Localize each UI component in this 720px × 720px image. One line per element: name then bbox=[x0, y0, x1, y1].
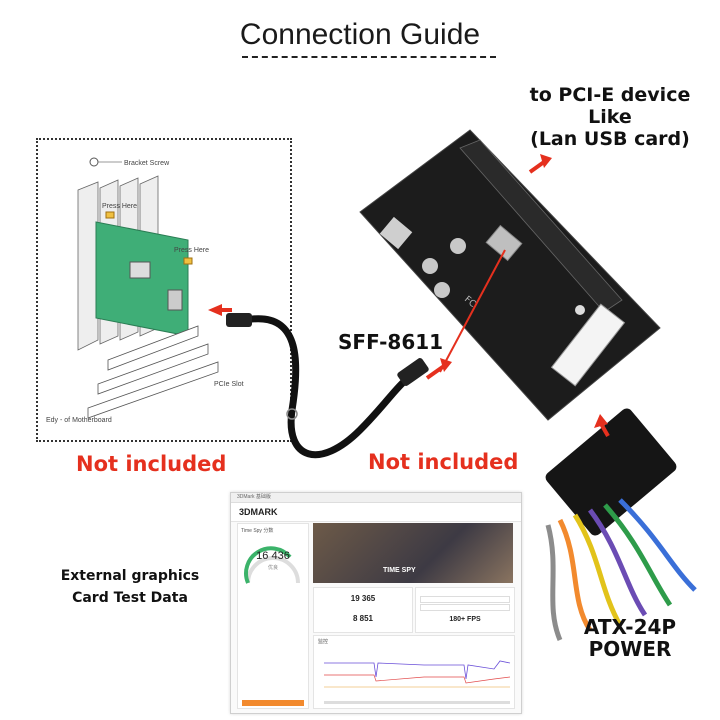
sff-8611-label: SFF-8611 bbox=[338, 330, 444, 354]
score-gauge-icon bbox=[244, 546, 300, 584]
bracket-screw-label: Bracket Screw bbox=[124, 160, 170, 167]
score-panel: Time Spy 分数 16 436 优良 bbox=[237, 523, 309, 709]
time-spy-scene-image: TIME SPY bbox=[313, 523, 513, 583]
press-here-label-1: Press Here bbox=[102, 203, 137, 210]
atx-caption-line-2: POWER bbox=[588, 637, 672, 661]
benchmark-app-name: 3DMARK bbox=[239, 507, 278, 517]
not-included-right: Not included bbox=[368, 450, 519, 474]
fps-panel: 180+ FPS bbox=[415, 587, 515, 633]
external-caption-line-2: Card Test Data bbox=[72, 590, 188, 606]
atx-caption-line-1: ATX-24P bbox=[583, 615, 677, 639]
external-graphics-caption: External graphics Card Test Data bbox=[40, 565, 220, 609]
gpu-select[interactable] bbox=[420, 596, 510, 603]
pcie-caption-line-2: Like bbox=[588, 106, 632, 128]
benchmark-header: 3DMARK bbox=[231, 503, 521, 522]
score-title: Time Spy 分数 bbox=[241, 528, 274, 534]
page-title: Connection Guide bbox=[239, 18, 481, 51]
motherboard-install-diagram: Bracket Screw Press Here Press Here PCIe… bbox=[36, 138, 292, 442]
pcie-caption-line-3: (Lan USB card) bbox=[530, 128, 690, 150]
monitor-graph bbox=[324, 660, 511, 704]
atx-power-caption: ATX-24P POWER bbox=[560, 616, 700, 660]
pcie-slot-label: PCIe Slot bbox=[214, 381, 244, 388]
pcie-card-icon bbox=[95, 221, 189, 337]
title-underline bbox=[242, 56, 496, 58]
external-caption-line-1: External graphics bbox=[60, 568, 200, 584]
benchmark-screenshot: 3DMark 基础版 3DMARK Time Spy 分数 16 436 优良 … bbox=[230, 492, 522, 714]
pcie-device-caption: to PCI-E device Like (Lan USB card) bbox=[500, 84, 720, 150]
monitor-panel: 监控 bbox=[313, 635, 515, 709]
score-value: 16 436 bbox=[256, 550, 290, 562]
benchmark-action-button[interactable] bbox=[242, 700, 304, 706]
scene-label: TIME SPY bbox=[383, 567, 416, 574]
red-arrow-icon bbox=[208, 304, 222, 316]
benchmark-window-title: 3DMark 基础版 bbox=[231, 493, 521, 503]
cpu-score: 8 851 bbox=[352, 614, 374, 623]
pcie-caption-line-1: to PCI-E device bbox=[529, 84, 691, 106]
monitor-label: 监控 bbox=[318, 639, 329, 645]
not-included-left: Not included bbox=[76, 452, 227, 476]
resolution-select[interactable] bbox=[420, 604, 510, 611]
motherboard-label: Edy - of Motherboard bbox=[46, 417, 112, 424]
subscore-panel: 19 365 8 851 bbox=[313, 587, 413, 633]
press-here-label-2: Press Here bbox=[174, 247, 209, 254]
fps-value: 180+ FPS bbox=[449, 616, 481, 623]
score-caption: 优良 bbox=[267, 565, 278, 571]
bracket-screw-icon bbox=[89, 157, 99, 167]
pcie-install-drawing: Bracket Screw Press Here Press Here PCIe… bbox=[46, 157, 244, 424]
graphics-score: 19 365 bbox=[350, 594, 376, 603]
